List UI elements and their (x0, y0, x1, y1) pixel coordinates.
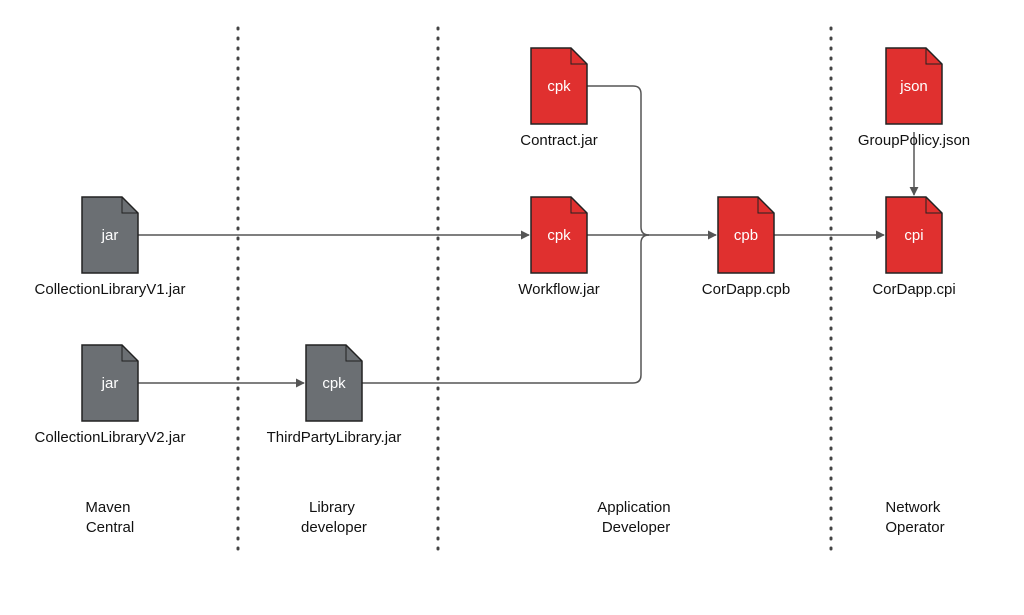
file-fold-corner (757, 197, 774, 214)
file-fold-corner (570, 197, 587, 214)
artifact-type-label: cpk (547, 78, 571, 95)
artifact-filename: Workflow.jar (518, 281, 599, 298)
artifact-type-label: jar (101, 375, 119, 392)
file-fold-corner (121, 345, 138, 362)
artifact-type-label: cpb (734, 227, 758, 244)
file-fold-corner (925, 197, 942, 214)
lane-label-application-developer: Application Developer (597, 499, 675, 536)
file-icon (885, 47, 943, 125)
lane-label-network-operator: Network Operator (885, 499, 944, 536)
file-icon (530, 47, 588, 125)
artifact-type-label: jar (101, 227, 119, 244)
artifact-filename: GroupPolicy.json (858, 132, 970, 149)
file-icon (305, 344, 363, 422)
artifact-filename: CorDapp.cpi (872, 281, 955, 298)
artifact-filename: ThirdPartyLibrary.jar (267, 429, 402, 446)
file-icon (530, 196, 588, 274)
file-icon (81, 344, 139, 422)
artifact-filename: Contract.jar (520, 132, 598, 149)
file-fold-corner (570, 48, 587, 65)
file-fold-corner (121, 197, 138, 214)
edges-layer (138, 85, 919, 388)
artifact-type-label: cpk (322, 375, 346, 392)
file-icon (81, 196, 139, 274)
nodes-layer: cpkContract.jarcpkWorkflow.jarcpbCorDapp… (35, 47, 970, 446)
file-icon (717, 196, 775, 274)
artifact-filename: CorDapp.cpb (702, 281, 790, 298)
artifact-filename: CollectionLibraryV2.jar (35, 429, 186, 446)
artifact-type-label: json (899, 78, 928, 95)
lane-label-maven-central: Maven Central (85, 499, 134, 536)
edge-contract-to-cordapp-cpb (587, 85, 650, 236)
edge-thirdparty-to-cordapp-cpb (362, 234, 650, 384)
file-fold-corner (345, 345, 362, 362)
file-fold-corner (925, 48, 942, 65)
artifact-type-label: cpi (904, 227, 923, 244)
lane-label-library-developer: Library developer (301, 499, 367, 536)
file-icon (885, 196, 943, 274)
artifact-type-label: cpk (547, 227, 571, 244)
artifact-filename: CollectionLibraryV1.jar (35, 281, 186, 298)
